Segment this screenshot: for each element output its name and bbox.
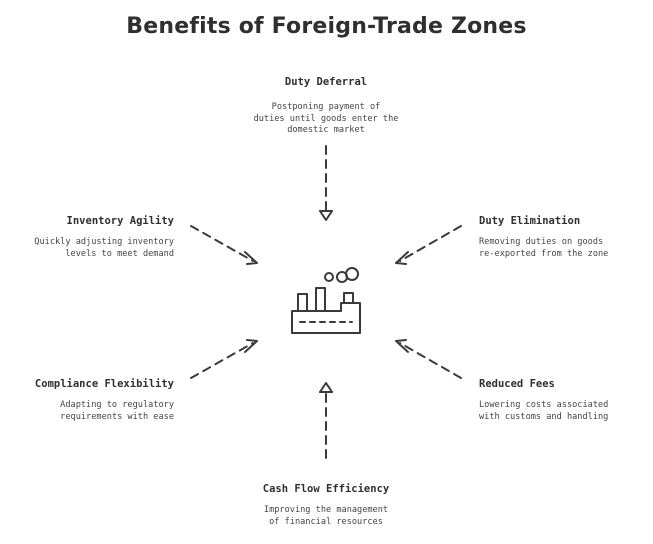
- arrow-reduced-fees: [395, 339, 462, 379]
- arrow-cash-flow-efficiency: [319, 382, 333, 459]
- arrow-duty-elimination: [395, 225, 462, 265]
- diagram-title: Benefits of Foreign-Trade Zones: [126, 14, 527, 39]
- arrow-duty-deferral: [319, 145, 333, 221]
- benefit-description: Adapting to regulatory requirements with…: [60, 400, 174, 422]
- benefit-duty-deferral: Duty Deferral Postponing payment of duti…: [226, 76, 426, 137]
- benefit-title: Inventory Agility: [66, 215, 174, 227]
- arrow-compliance-flexibility: [190, 339, 258, 379]
- benefit-duty-elimination: Duty Elimination Removing duties on good…: [479, 215, 649, 260]
- benefit-cash-flow-efficiency: Cash Flow Efficiency Improving the manag…: [226, 483, 426, 528]
- benefit-description: Quickly adjusting inventory levels to me…: [34, 237, 174, 259]
- benefit-reduced-fees: Reduced Fees Lowering costs associated w…: [479, 378, 649, 423]
- benefit-compliance-flexibility: Compliance Flexibility Adapting to regul…: [20, 378, 174, 423]
- benefit-title: Compliance Flexibility: [34, 378, 174, 390]
- factory-icon: [291, 267, 361, 334]
- benefit-title: Reduced Fees: [479, 378, 555, 390]
- arrow-inventory-agility: [190, 225, 258, 265]
- benefit-description: Improving the management of financial re…: [263, 505, 389, 527]
- benefit-title: Cash Flow Efficiency: [262, 483, 390, 495]
- benefit-description: Removing duties on goods re-exported fro…: [479, 237, 609, 259]
- benefit-description: Postponing payment of duties until goods…: [253, 102, 399, 135]
- benefit-inventory-agility: Inventory Agility Quickly adjusting inve…: [20, 215, 174, 260]
- benefit-title: Duty Deferral: [284, 76, 368, 88]
- benefit-description: Lowering costs associated with customs a…: [479, 400, 609, 422]
- benefit-title: Duty Elimination: [479, 215, 581, 227]
